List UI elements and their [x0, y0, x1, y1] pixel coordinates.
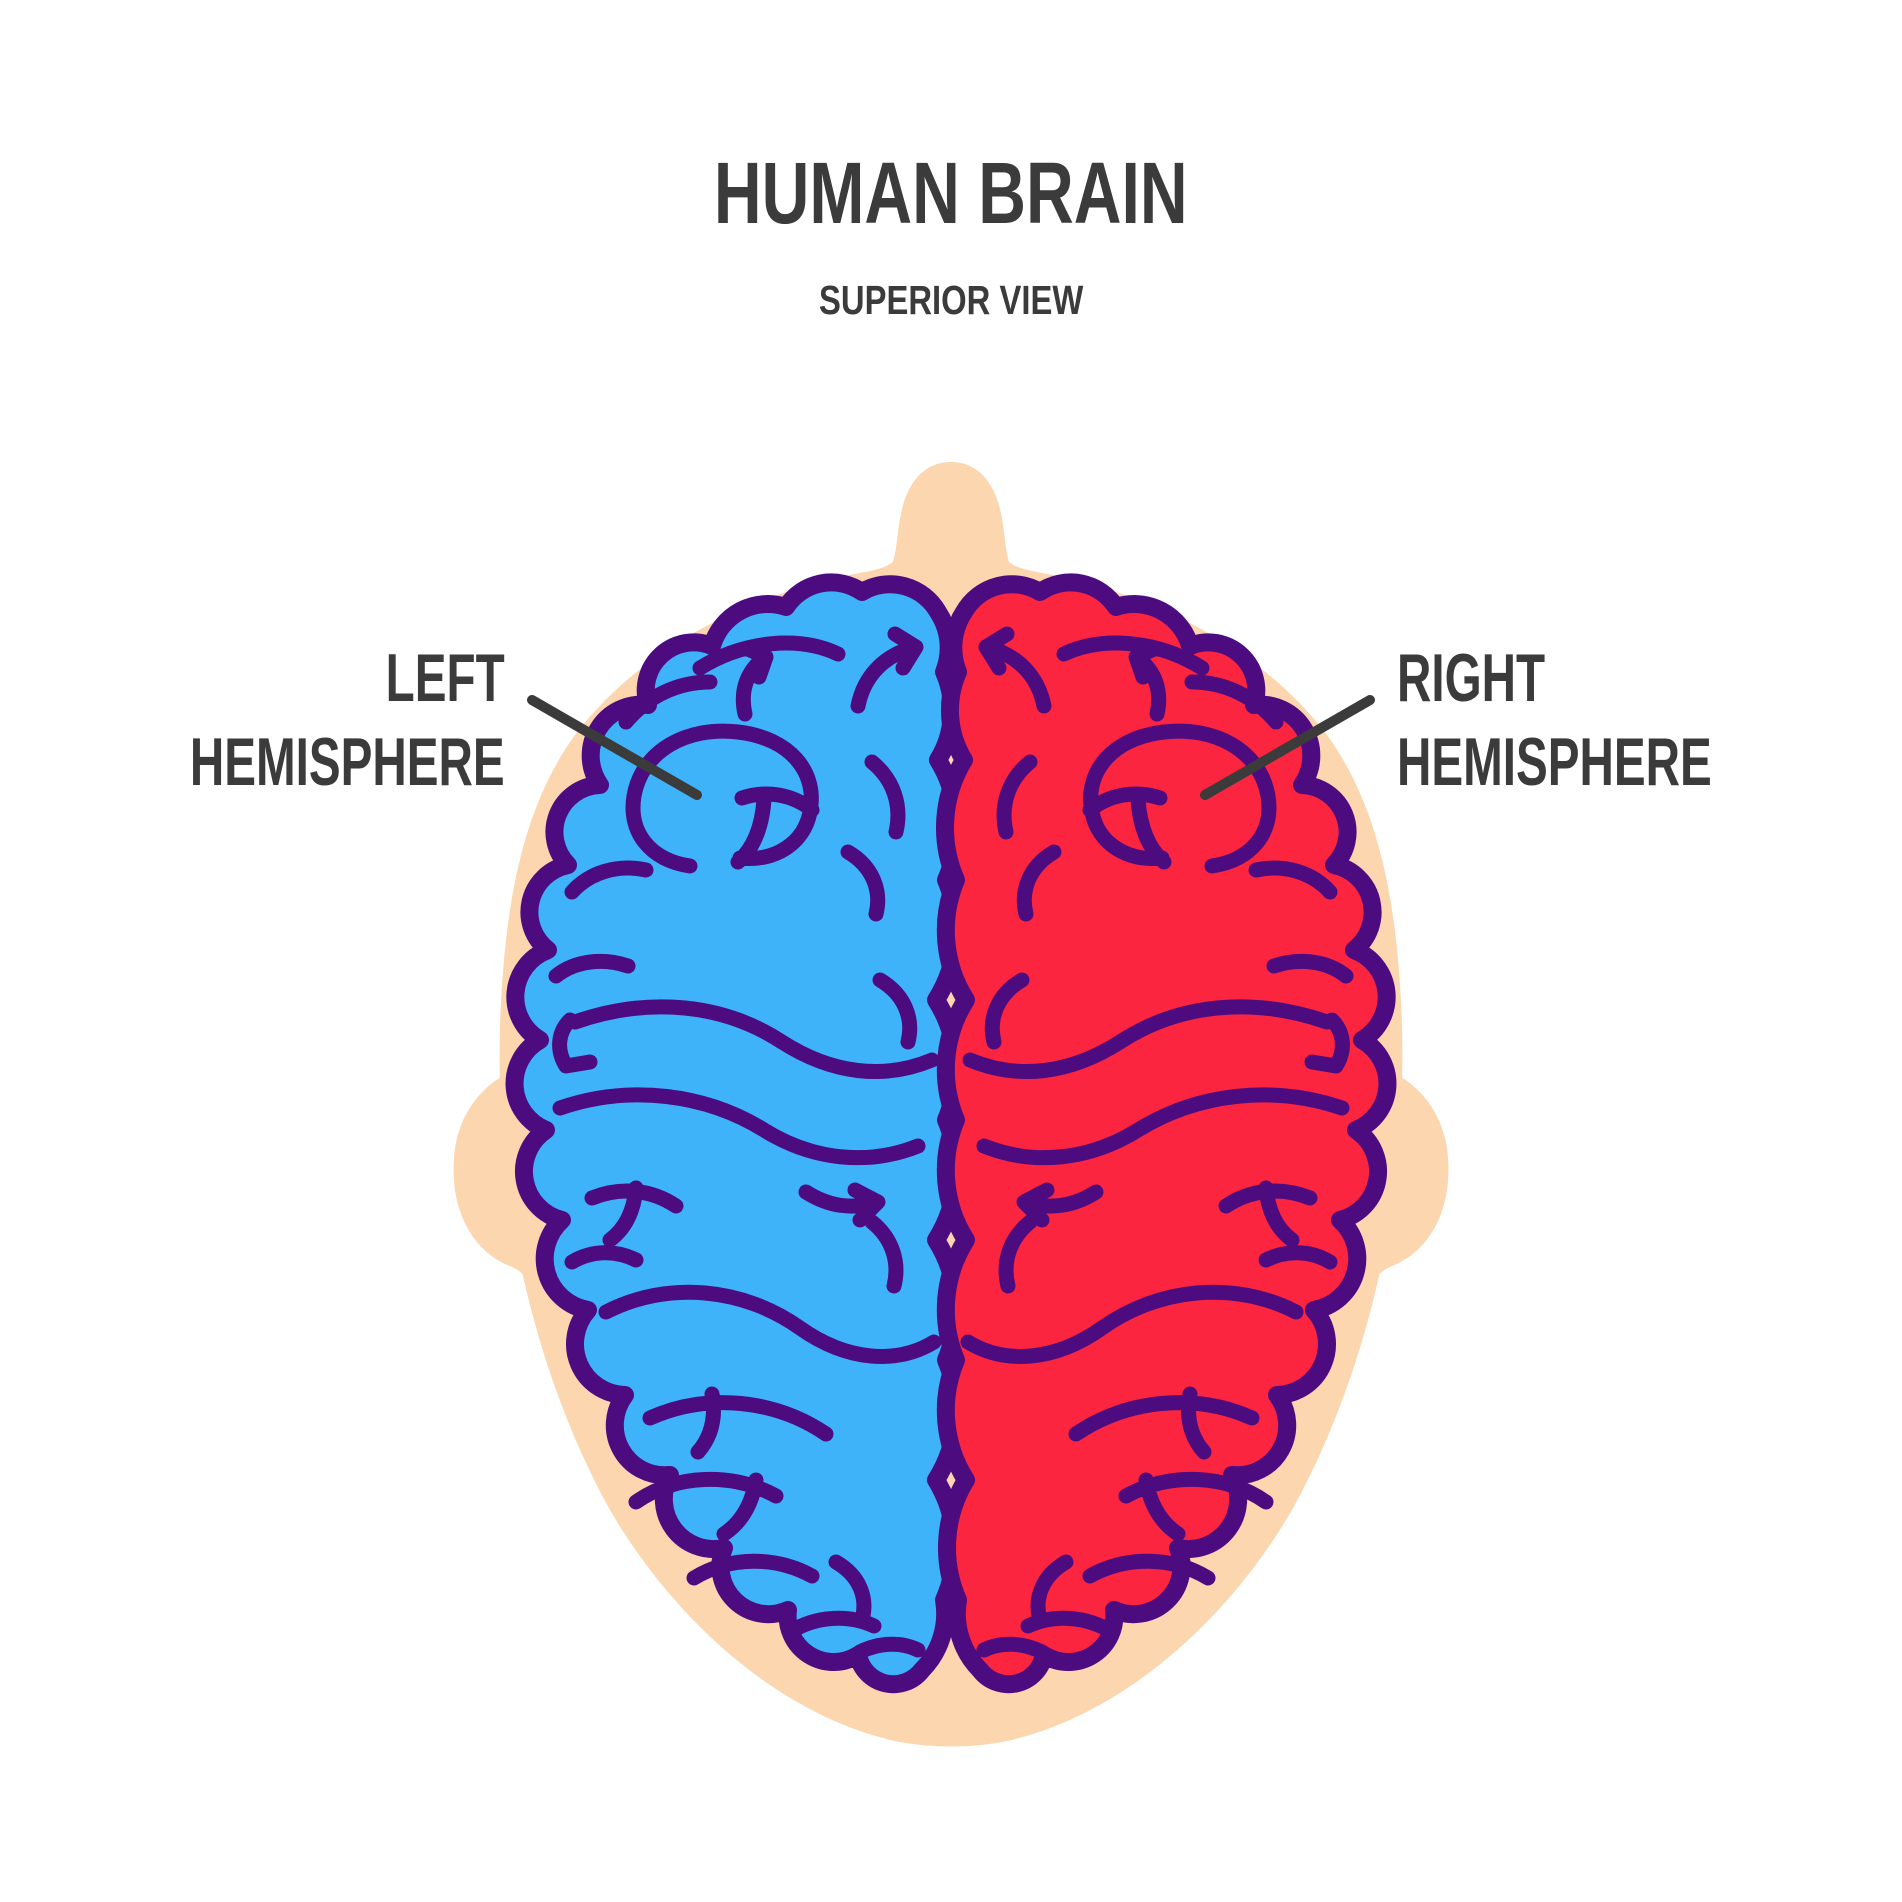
left-label-line2: HEMISPHERE: [190, 724, 505, 800]
left-pointer-line: [527, 695, 702, 800]
page-title: HUMAN BRAIN: [714, 145, 1188, 242]
page-subtitle: SUPERIOR VIEW: [818, 277, 1084, 323]
right-hemisphere-label: RIGHT HEMISPHERE: [1397, 636, 1712, 804]
left-label-line1: LEFT: [386, 640, 505, 716]
left-hemisphere-label: LEFT HEMISPHERE: [190, 636, 505, 804]
right-label-line2: HEMISPHERE: [1397, 724, 1712, 800]
subtitle-row: SUPERIOR VIEW: [0, 280, 1902, 321]
right-label-line1: RIGHT: [1397, 640, 1546, 716]
title-row: HUMAN BRAIN: [0, 150, 1902, 237]
right-pointer-line: [1200, 695, 1375, 800]
